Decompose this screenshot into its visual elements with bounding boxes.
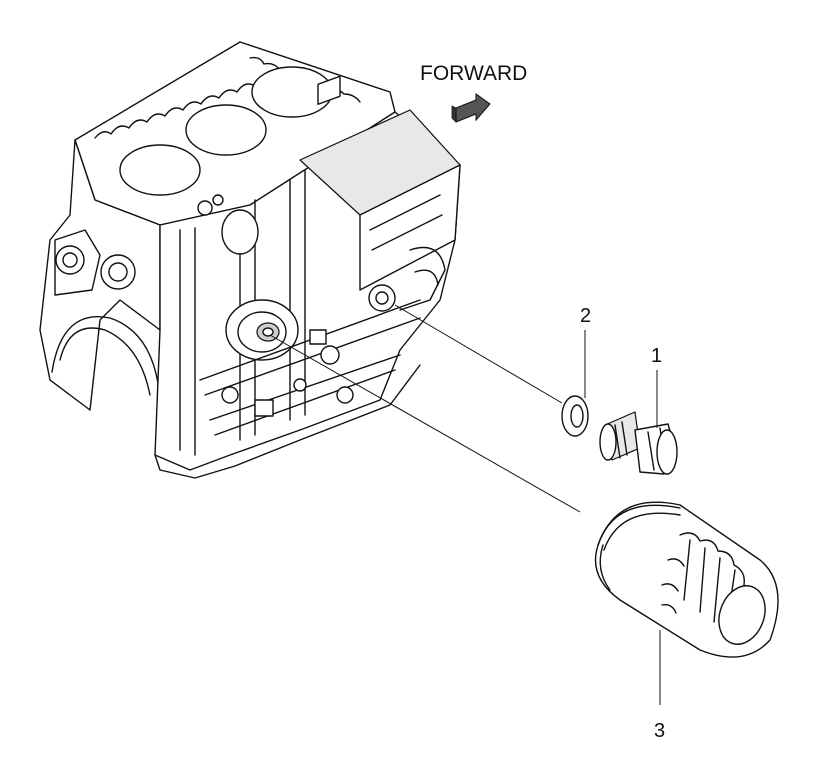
leader-lines <box>269 304 581 513</box>
engine-block <box>39 41 461 479</box>
callout-3: 3 <box>654 720 665 742</box>
callouts: 1 2 3 <box>580 305 665 742</box>
callout-1: 1 <box>651 345 662 367</box>
forward-arrow-icon <box>451 93 491 123</box>
oil-filter <box>594 501 779 705</box>
forward-indicator: FORWARD <box>420 62 527 123</box>
cylinder-bore-1 <box>119 144 201 196</box>
cylinder-bore-2 <box>185 104 267 156</box>
callout-2: 2 <box>580 305 591 327</box>
oil-pressure-switch <box>599 370 678 475</box>
forward-label: FORWARD <box>420 62 527 85</box>
block-left-face <box>39 139 161 411</box>
gasket-washer <box>561 330 589 437</box>
